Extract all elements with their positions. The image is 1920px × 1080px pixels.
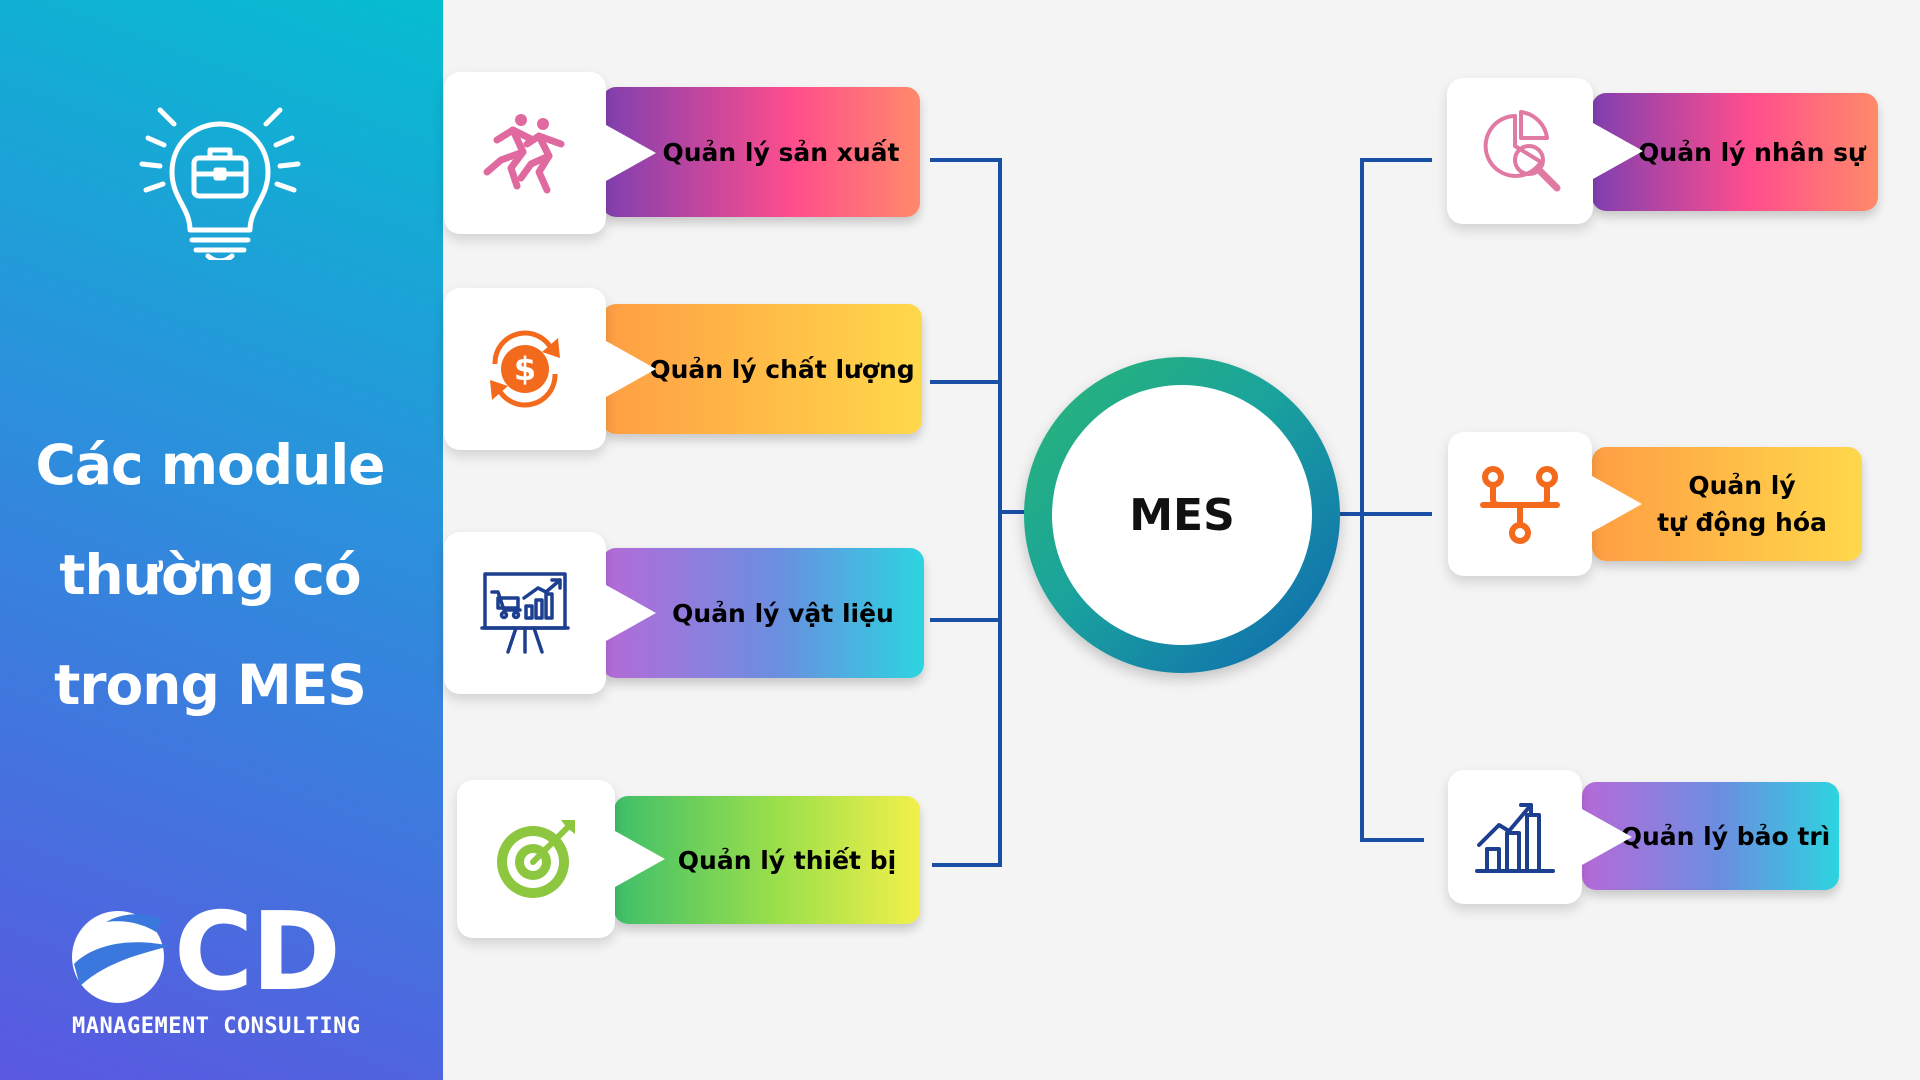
module-label: Quản lý vật liệu <box>672 598 894 628</box>
module-label: Quản lý bảo trì <box>1620 821 1831 851</box>
module-card-hr <box>1447 78 1643 224</box>
automation-nodes-icon <box>1448 432 1592 576</box>
company-logo: CD MANAGEMENT CONSULTING <box>66 894 376 1052</box>
logo-brand-text: CD <box>174 890 341 1015</box>
mes-hub-label: MES <box>1129 489 1235 541</box>
sidebar-title: Các module thường có trong MES <box>0 410 420 740</box>
module-banner-equipment: Quản lý thiết bị <box>614 796 920 924</box>
module-card-equipment <box>457 780 665 938</box>
module-label: Quản lý chất lượng <box>649 354 915 384</box>
mes-hub: MES <box>1024 357 1340 673</box>
target-arrow-icon <box>457 780 615 938</box>
logo-tagline: MANAGEMENT CONSULTING <box>72 1014 361 1039</box>
sidebar-title-line: trong MES <box>54 653 367 717</box>
logo-swoosh-icon <box>72 911 170 1003</box>
dollar-cycle-icon: $ <box>444 288 606 450</box>
lightbulb-briefcase-icon <box>130 80 310 264</box>
svg-text:$: $ <box>514 350 536 388</box>
pie-magnifier-icon <box>1447 78 1593 224</box>
sidebar-panel: Các module thường có trong MES CD MANAGE… <box>0 0 443 1080</box>
module-label-line: Quản lý <box>1688 471 1796 500</box>
module-label: Quản lý nhân sự <box>1638 137 1866 167</box>
sidebar-title-line: Các module <box>35 433 385 497</box>
module-banner-quality: Quản lý chất lượng <box>602 304 922 434</box>
module-label: Quản lý sản xuất <box>662 137 900 167</box>
running-people-icon <box>444 72 606 234</box>
module-card-quality: $ <box>444 288 656 450</box>
growth-bar-chart-icon <box>1448 770 1582 904</box>
presentation-chart-icon <box>444 532 606 694</box>
mes-hub-center: MES <box>1052 385 1312 645</box>
module-card-automation <box>1448 432 1642 576</box>
sidebar-title-line: thường có <box>59 543 361 607</box>
module-label-line: tự động hóa <box>1657 508 1827 537</box>
module-label: Quản lý thiết bị <box>677 845 897 875</box>
module-card-production <box>444 72 656 234</box>
module-banner-production: Quản lý sản xuất <box>602 87 920 217</box>
module-card-materials <box>444 532 656 694</box>
module-card-maintenance <box>1448 770 1632 904</box>
